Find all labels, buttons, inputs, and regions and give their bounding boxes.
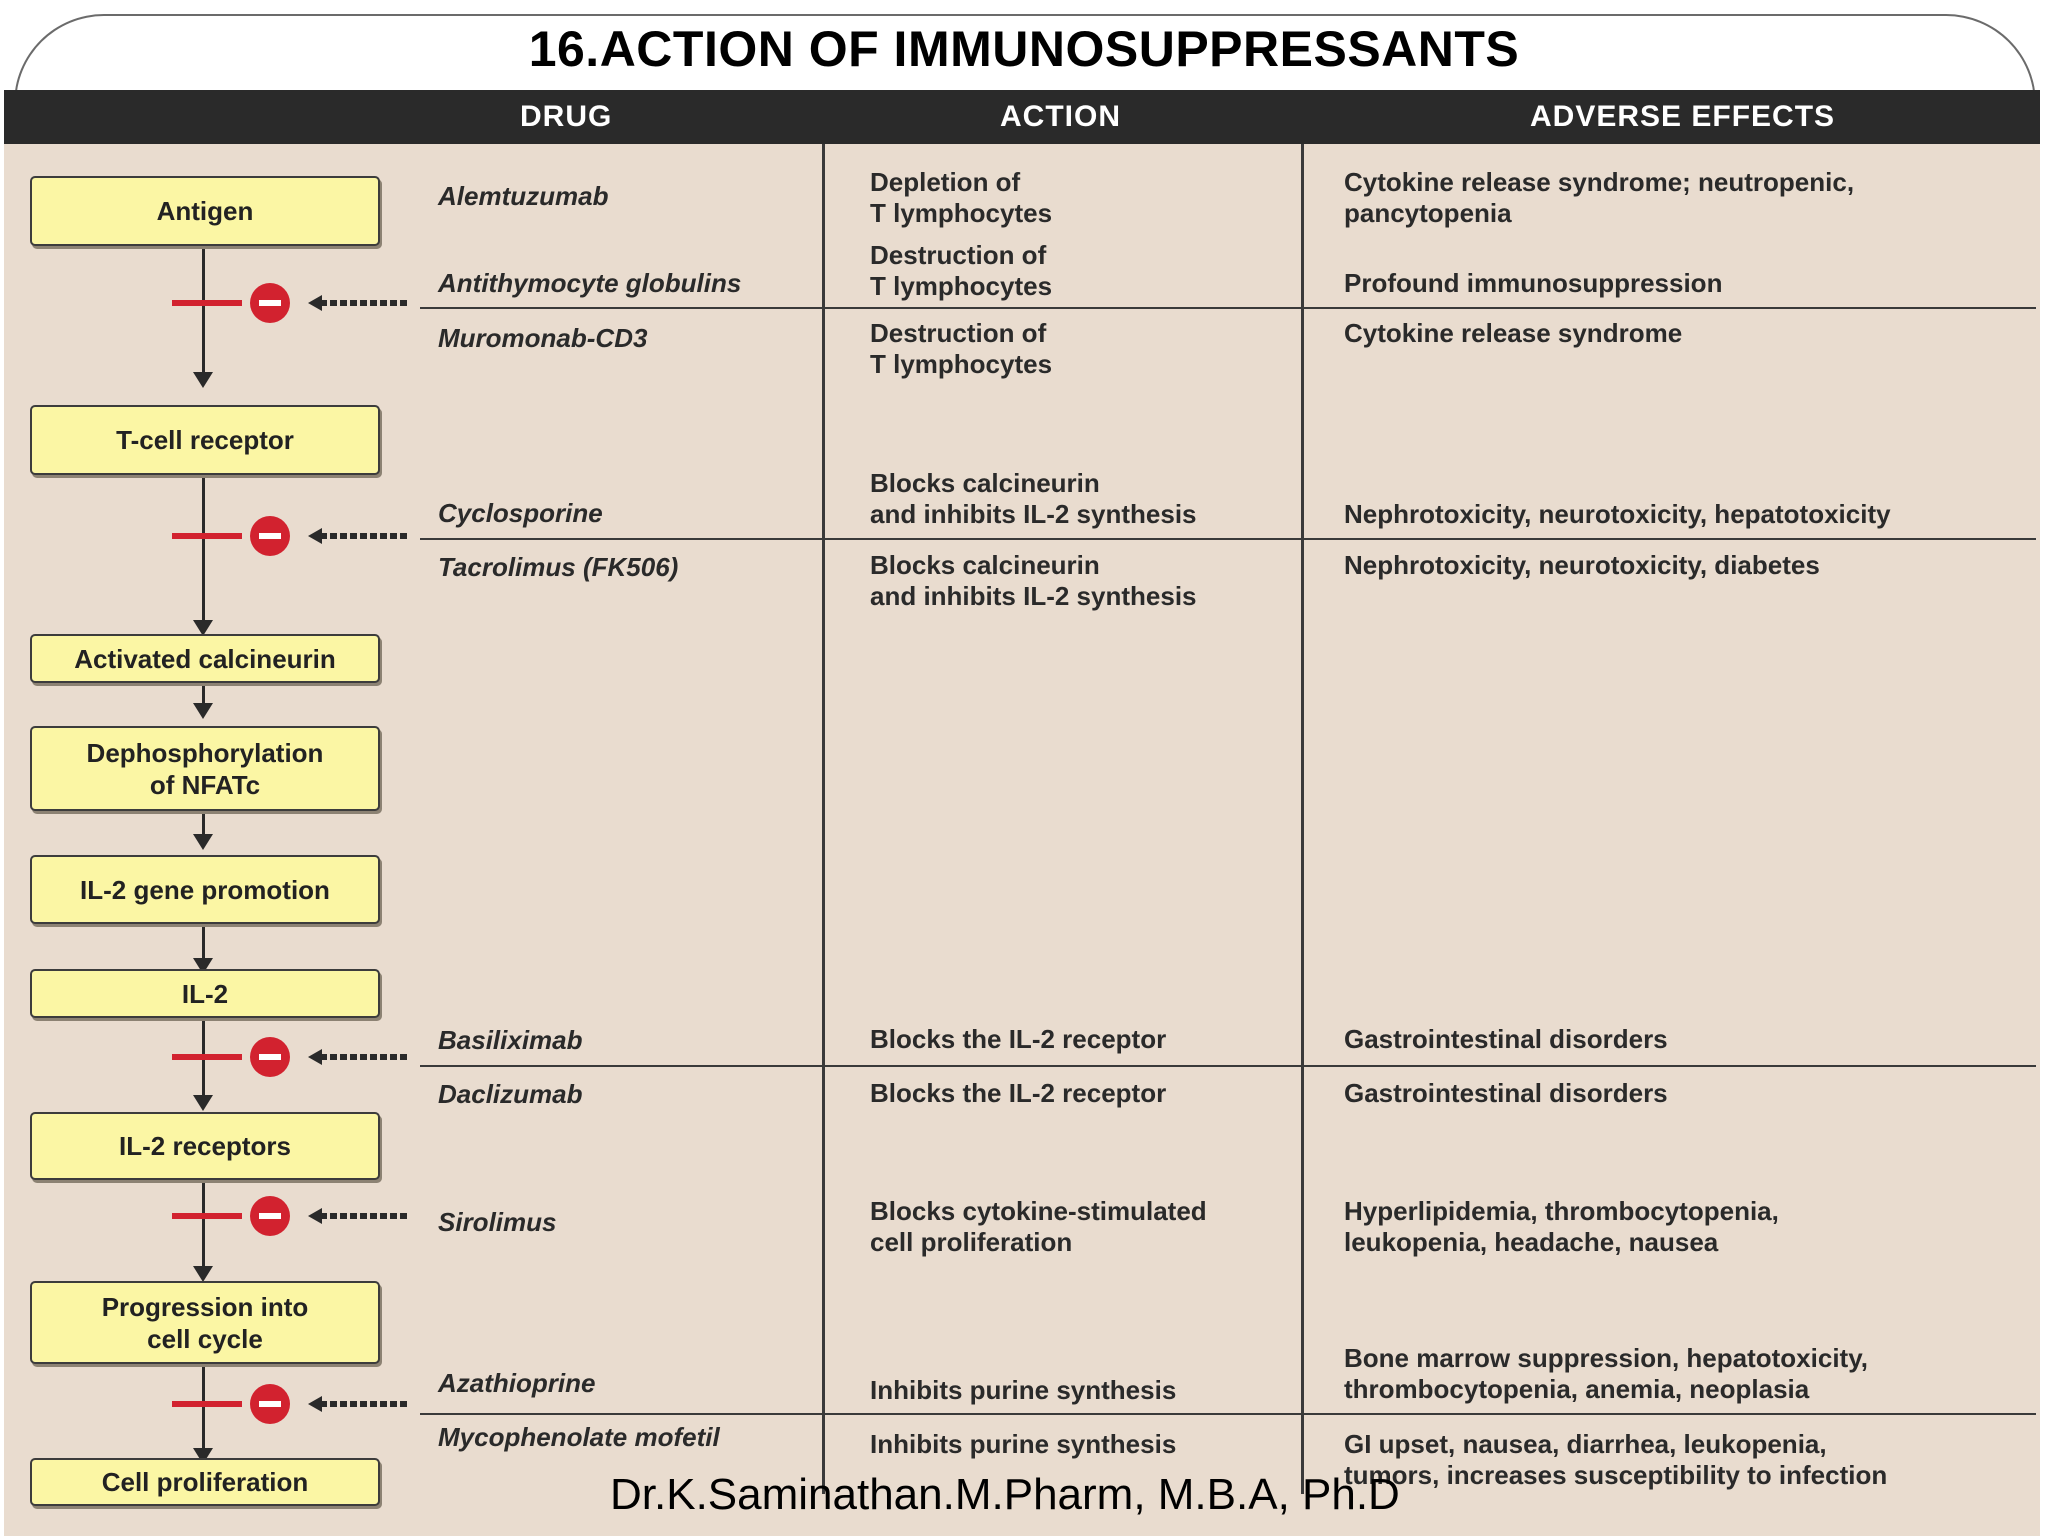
inhibition-bar: [172, 1213, 242, 1219]
dashed-arrow-left-icon: [308, 1049, 408, 1065]
flow-line: [202, 1362, 205, 1456]
drug-cyclosporine: Cyclosporine: [438, 498, 603, 528]
flow-line: [202, 473, 205, 623]
arrow-down-icon: [193, 834, 213, 850]
pathway-box-il2: IL-2: [30, 969, 380, 1018]
pathway-box-t-cell-receptor: T-cell receptor: [30, 405, 380, 475]
page-title: 16.ACTION OF IMMUNOSUPPRESSANTS: [528, 21, 1520, 77]
drug-muromonab-cd3: Muromonab-CD3: [438, 323, 648, 353]
adverse-mycophenolate-mofetil: GI upset, nausea, diarrhea, leukopenia, …: [1344, 1429, 1888, 1490]
row-divider: [420, 1065, 2036, 1067]
header-adverse-effects: ADVERSE EFFECTS: [1530, 100, 1836, 133]
adverse-alemtuzumab: Cytokine release syndrome; neutropenic, …: [1344, 167, 1855, 228]
drug-tacrolimus: Tacrolimus (FK506): [438, 552, 679, 582]
flow-line: [202, 1016, 205, 1106]
arrow-down-icon: [193, 1266, 213, 1282]
pathway-box-cell-cycle: Progression into cell cycle: [30, 1281, 380, 1364]
action-alemtuzumab: Depletion of T lymphocytes: [870, 167, 1053, 228]
row-divider: [420, 307, 2036, 309]
drug-azathioprine: Azathioprine: [438, 1368, 596, 1398]
arrow-down-icon: [193, 620, 213, 636]
flow-line: [202, 681, 205, 705]
dashed-arrow-left-icon: [308, 295, 408, 311]
pathway-box-il2-gene-promotion: IL-2 gene promotion: [30, 855, 380, 924]
inhibition-bar: [172, 1054, 242, 1060]
flow-line: [202, 922, 205, 964]
action-mycophenolate-mofetil: Inhibits purine synthesis: [870, 1429, 1177, 1459]
pathway-box-il2-receptors: IL-2 receptors: [30, 1112, 380, 1180]
adverse-daclizumab: Gastrointestinal disorders: [1344, 1078, 1668, 1108]
row-divider: [420, 538, 2036, 540]
header-drug: DRUG: [520, 100, 613, 133]
drug-alemtuzumab: Alemtuzumab: [438, 181, 609, 211]
inhibition-bar: [172, 300, 242, 306]
pathway-box-cell-proliferation: Cell proliferation: [30, 1458, 380, 1506]
flow-line: [202, 244, 205, 374]
drug-antithymocyte-globulins: Antithymocyte globulins: [438, 268, 742, 298]
action-azathioprine: Inhibits purine synthesis: [870, 1375, 1177, 1405]
dashed-arrow-left-icon: [308, 528, 408, 544]
adverse-sirolimus: Hyperlipidemia, thrombocytopenia, leukop…: [1344, 1196, 1779, 1257]
action-daclizumab: Blocks the IL-2 receptor: [870, 1078, 1167, 1108]
adverse-azathioprine: Bone marrow suppression, hepatotoxicity,…: [1344, 1343, 1868, 1404]
drug-mycophenolate-mofetil: Mycophenolate mofetil: [438, 1422, 720, 1452]
arrow-down-icon: [193, 372, 213, 388]
action-muromonab-cd3: Destruction of T lymphocytes: [870, 318, 1053, 379]
adverse-muromonab-cd3: Cytokine release syndrome: [1344, 318, 1683, 348]
column-divider-adverse: [1301, 144, 1304, 1494]
drug-basiliximab: Basiliximab: [438, 1025, 583, 1055]
minus-icon: [250, 516, 290, 556]
adverse-cyclosporine: Nephrotoxicity, neurotoxicity, hepatotox…: [1344, 499, 1891, 529]
pathway-box-activated-calcineurin: Activated calcineurin: [30, 634, 380, 683]
pathway-box-antigen: Antigen: [30, 176, 380, 246]
adverse-antithymocyte-globulins: Profound immunosuppression: [1344, 268, 1723, 298]
flow-line: [202, 809, 205, 837]
arrow-down-icon: [193, 1095, 213, 1111]
adverse-basiliximab: Gastrointestinal disorders: [1344, 1024, 1668, 1054]
author-credit: Dr.K.Saminathan.M.Pharm, M.B.A, Ph.D: [610, 1470, 1400, 1519]
minus-icon: [250, 1196, 290, 1236]
inhibition-bar: [172, 533, 242, 539]
minus-icon: [250, 283, 290, 323]
inhibition-bar: [172, 1401, 242, 1407]
flow-line: [202, 1178, 205, 1274]
adverse-tacrolimus: Nephrotoxicity, neurotoxicity, diabetes: [1344, 550, 1820, 580]
action-antithymocyte-globulins: Destruction of T lymphocytes: [870, 240, 1053, 301]
header-action: ACTION: [1000, 100, 1121, 133]
column-divider-action: [822, 144, 825, 1494]
pathway-box-dephosphorylation: Dephosphorylation of NFATc: [30, 726, 380, 811]
row-divider: [420, 1413, 2036, 1415]
minus-icon: [250, 1037, 290, 1077]
action-basiliximab: Blocks the IL-2 receptor: [870, 1024, 1167, 1054]
dashed-arrow-left-icon: [308, 1396, 408, 1412]
dashed-arrow-left-icon: [308, 1208, 408, 1224]
drug-daclizumab: Daclizumab: [438, 1079, 583, 1109]
table-header: [4, 90, 2040, 144]
action-sirolimus: Blocks cytokine-stimulated cell prolifer…: [870, 1196, 1207, 1257]
action-tacrolimus: Blocks calcineurin and inhibits IL-2 syn…: [870, 550, 1197, 611]
drug-sirolimus: Sirolimus: [438, 1207, 557, 1237]
arrow-down-icon: [193, 703, 213, 719]
action-cyclosporine: Blocks calcineurin and inhibits IL-2 syn…: [870, 468, 1197, 529]
minus-icon: [250, 1384, 290, 1424]
